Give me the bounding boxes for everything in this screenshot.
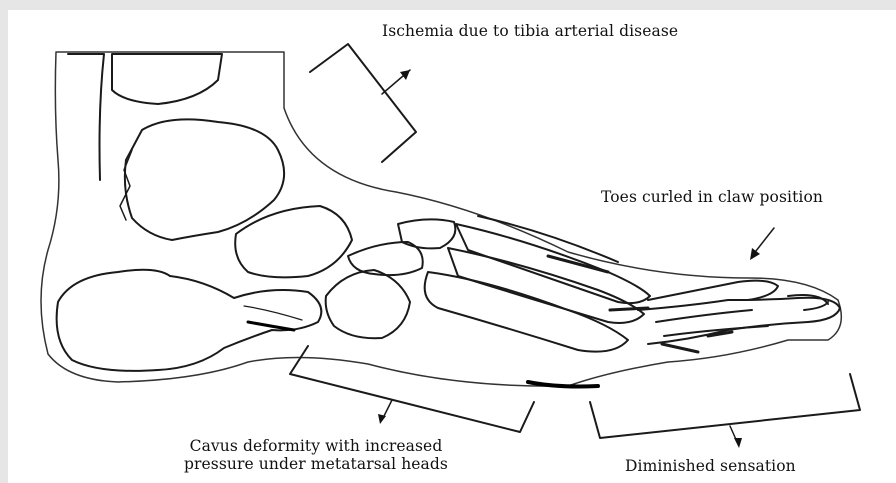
diminished-sensation-label: Diminished sensation bbox=[625, 457, 796, 475]
calcaneus-marking bbox=[244, 306, 302, 320]
ischemia-bracket bbox=[310, 44, 416, 162]
cuboid-bone bbox=[326, 270, 410, 338]
foot-anatomy-diagram bbox=[8, 10, 896, 483]
metatarsal-5-shade bbox=[548, 256, 608, 272]
toe-phalanx-2 bbox=[648, 281, 778, 300]
toes-arrow-head bbox=[750, 248, 760, 260]
metatarsal-1 bbox=[425, 272, 628, 352]
fibula-bone bbox=[68, 54, 104, 180]
cavus-label-line-1: Cavus deformity with increased bbox=[184, 437, 448, 455]
sensation-bracket bbox=[590, 374, 860, 438]
talus-bone bbox=[125, 119, 284, 240]
claw-toes-label: Toes curled in claw position bbox=[601, 188, 823, 206]
metatarsal-3 bbox=[456, 224, 650, 303]
cuneiform-bone-2 bbox=[398, 219, 455, 248]
sensation-arrow-head bbox=[734, 438, 742, 448]
ischemia-arrow-head bbox=[400, 70, 410, 80]
figure-panel: Ischemia due to tibia arterial disease T… bbox=[8, 10, 896, 483]
cavus-label-line-2: pressure under metatarsal heads bbox=[184, 455, 448, 473]
metatarsal-2 bbox=[448, 248, 644, 323]
metatarsal-head-shade bbox=[528, 382, 598, 387]
cuneiform-bone-1 bbox=[348, 242, 423, 275]
ischemia-label: Ischemia due to tibia arterial disease bbox=[382, 22, 678, 40]
toe-phalanx-3 bbox=[656, 310, 752, 322]
plantar-fat-pad bbox=[248, 322, 294, 330]
cavus-deformity-label: Cavus deformity with increased pressure … bbox=[184, 437, 448, 473]
calcaneus-bone bbox=[57, 270, 322, 371]
tibia-bone bbox=[112, 54, 222, 104]
